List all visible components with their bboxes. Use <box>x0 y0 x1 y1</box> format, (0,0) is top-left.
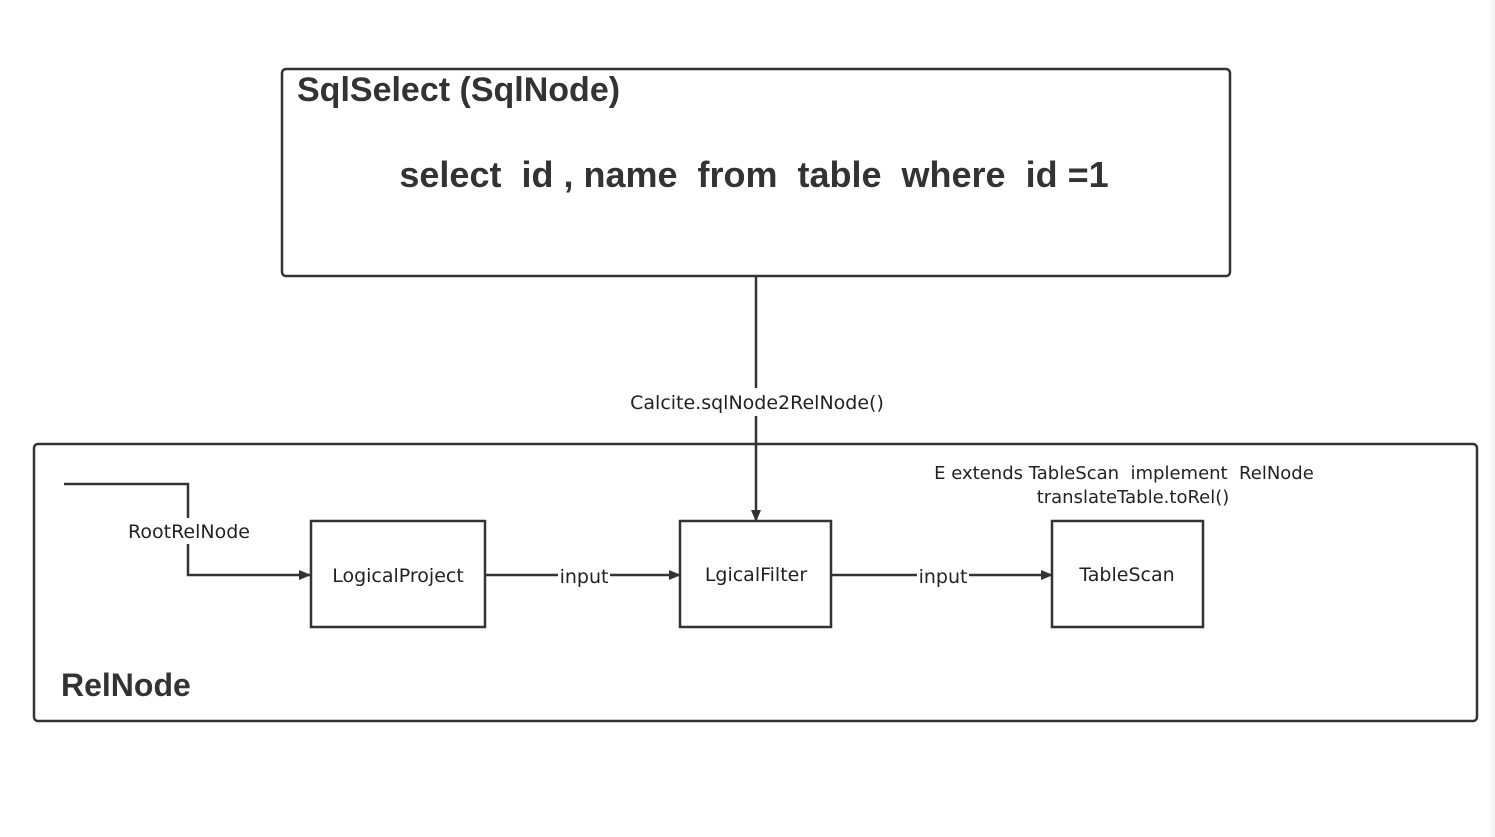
sql-query-text: select id , name from table where id =1 <box>399 154 1108 195</box>
tablescan-note-line1: E extends TableScan implement RelNode <box>934 463 1314 484</box>
root-relnode-label: RootRelNode <box>128 521 250 543</box>
root-label-background <box>124 518 254 544</box>
tablescan-note-line2: translateTable.toRel() <box>1037 487 1230 508</box>
window-edge-shadow <box>1487 0 1495 837</box>
filter-to-scan-label-background <box>917 563 969 587</box>
conversion-label-background <box>628 388 884 416</box>
logical-filter-label: LgicalFilter <box>705 564 808 586</box>
project-to-filter-label: input <box>560 566 609 588</box>
filter-to-scan-label: input <box>919 566 968 588</box>
sqlselect-title: SqlSelect (SqlNode) <box>297 71 620 109</box>
logical-filter-node <box>678 519 833 629</box>
relnode-title: RelNode <box>61 667 191 703</box>
tablescan-node <box>1050 519 1205 629</box>
conversion-label: Calcite.sqlNode2RelNode() <box>630 392 884 414</box>
project-to-filter-label-background <box>558 563 610 587</box>
logical-project-label: LogicalProject <box>332 565 464 587</box>
tablescan-label: TableScan <box>1078 564 1174 586</box>
logical-project-node <box>309 519 487 629</box>
